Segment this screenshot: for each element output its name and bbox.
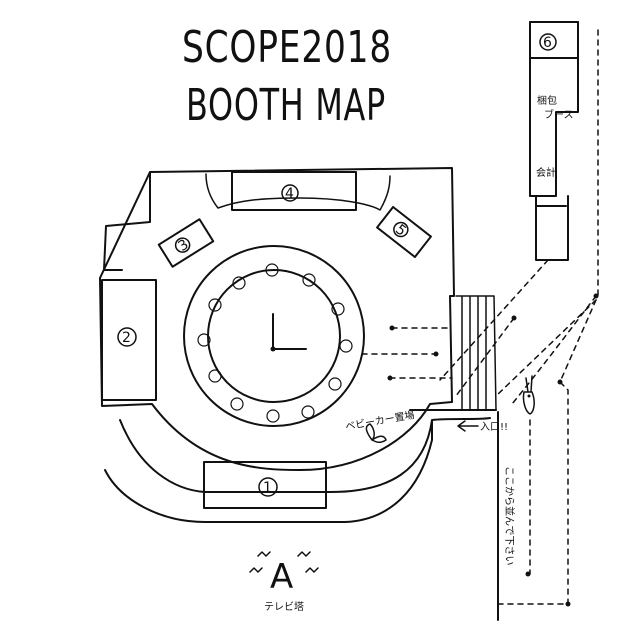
booth-4-marker [281, 184, 299, 202]
booth-2[interactable] [101, 279, 157, 401]
entrance-arrow-icon [457, 420, 479, 432]
konpo-label: 梱包 [537, 94, 557, 107]
booth-1-marker [258, 477, 278, 497]
tv-tower-icon [249, 551, 319, 573]
flower-ring-outer [183, 245, 365, 427]
packing-booth-label: ブース [544, 108, 574, 121]
queue-lines-outer [439, 29, 599, 607]
booth-5-number: 5 [392, 222, 409, 240]
plaza-outline [99, 167, 455, 471]
booth-2-marker [117, 327, 137, 347]
checkout-label: 会計 [536, 166, 556, 179]
queue-lines-inner [361, 325, 453, 381]
booth-2-number: 2 [122, 330, 131, 346]
flower-decorations [197, 263, 353, 423]
rabbit-icon [522, 375, 535, 415]
booth-3[interactable]: 3 [157, 218, 215, 268]
queue-note: ここから並んで下さい [503, 466, 516, 566]
stroller-area-label: ベビーカー置場 [344, 408, 415, 433]
stroller-icon [365, 423, 387, 444]
booth-6-marker [539, 33, 557, 51]
walkway-stripes [453, 295, 497, 411]
clock-hands [270, 313, 307, 352]
booth-1[interactable] [203, 461, 327, 509]
tv-tower-label: テレビ塔 [264, 600, 304, 613]
booth-1-number: 1 [263, 480, 272, 496]
entrance-label: 入口!! [480, 422, 508, 433]
booth-4[interactable] [231, 171, 357, 211]
map-title-line2: BOOTH MAP [186, 80, 386, 131]
tv-tower-letter: A [270, 557, 294, 597]
booth-6-number: 6 [543, 35, 552, 51]
booth-6[interactable] [529, 21, 579, 59]
booth-5[interactable]: 5 [376, 205, 432, 259]
map-title-line1: SCOPE2018 [182, 22, 392, 73]
plaza-inner-edge [205, 173, 391, 211]
booth-4-number: 4 [285, 186, 294, 202]
plaza-lower-curve [104, 417, 491, 523]
